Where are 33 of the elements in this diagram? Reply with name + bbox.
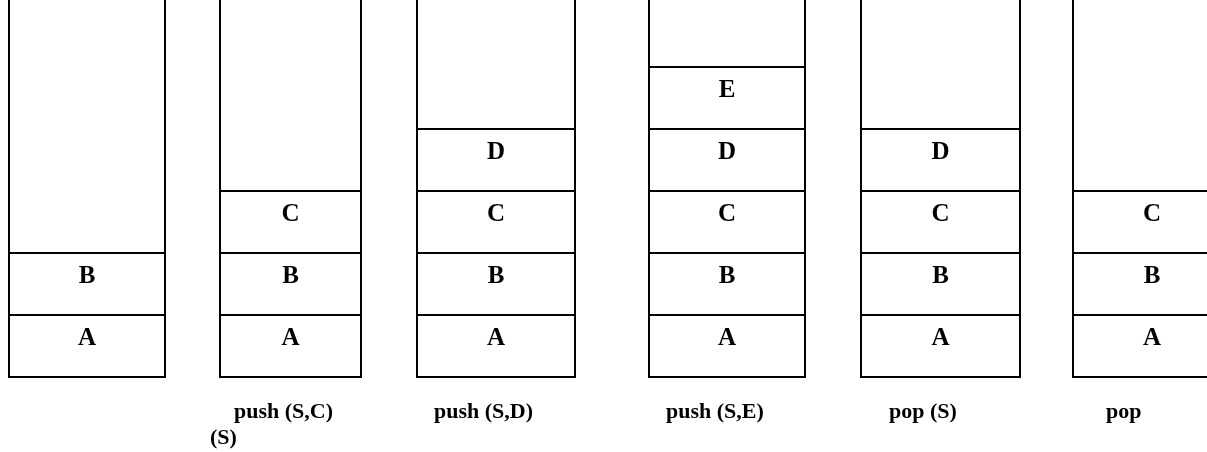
stack-container — [8, 0, 166, 378]
cell-letter: A — [486, 324, 506, 349]
operation-label: push (S,C) — [234, 400, 334, 422]
operation-label: pop (S) — [889, 400, 957, 422]
cell-letter: B — [718, 262, 736, 287]
cell-letter: E — [718, 76, 736, 101]
cell-letter: D — [931, 138, 950, 163]
cell-letter: D — [717, 138, 737, 163]
cell-letter: C — [486, 200, 506, 225]
cell-letter: D — [486, 138, 506, 163]
operation-label: push (S,E) — [666, 400, 764, 422]
operation-label: push (S,D) — [434, 400, 534, 422]
cell-letter: C — [931, 200, 950, 225]
cell-letter: B — [1143, 262, 1161, 287]
operation-label: (S) — [210, 426, 237, 448]
operation-label: pop — [1106, 400, 1142, 422]
stack-container — [860, 0, 1021, 378]
cell-letter: C — [1142, 200, 1162, 225]
cell-letter: A — [717, 324, 737, 349]
cell-letter: C — [281, 200, 300, 225]
stack-container — [416, 0, 576, 378]
cell-letter: A — [1142, 324, 1162, 349]
cell-letter: B — [487, 262, 505, 287]
cell-letter: A — [931, 324, 950, 349]
cell-letter: A — [77, 324, 97, 349]
cell-letter: A — [281, 324, 300, 349]
cell-letter: B — [932, 262, 949, 287]
stack-container — [219, 0, 362, 378]
cell-letter: B — [78, 262, 96, 287]
stack-container — [648, 0, 806, 378]
cell-letter: B — [282, 262, 299, 287]
cell-letter: C — [717, 200, 737, 225]
stack-container — [1072, 0, 1207, 378]
